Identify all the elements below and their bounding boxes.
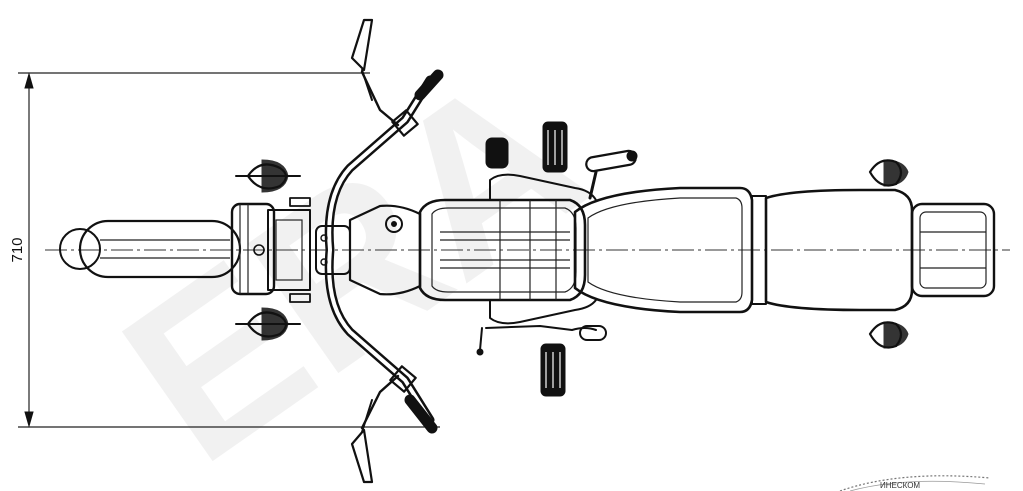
left-lever-mirror <box>350 18 400 127</box>
fuel-tank <box>418 198 587 302</box>
dimension-arrow-top <box>24 72 34 89</box>
luggage-rack <box>910 202 996 298</box>
front-seat-piping <box>587 197 743 303</box>
bracket <box>289 197 311 207</box>
stamp-inner-border <box>849 480 986 491</box>
front-tyre-tip <box>59 228 101 270</box>
front-turn-signal-right <box>235 307 301 341</box>
right-mirror <box>350 428 374 484</box>
clutch-lever <box>360 70 400 127</box>
tank-outline <box>418 198 587 302</box>
engine-lower-components <box>476 299 607 397</box>
left-mirror <box>350 18 374 72</box>
turn-signal-housing <box>261 159 289 193</box>
gear-lever-tip <box>476 348 484 356</box>
seat <box>573 186 914 314</box>
right-lever-mirror <box>350 374 400 484</box>
instrument-panel <box>267 209 311 291</box>
rear-turn-signal-right <box>868 321 909 349</box>
rack-frame <box>910 202 996 298</box>
front-turn-signal-left <box>235 159 301 193</box>
mirror-stem <box>361 399 373 433</box>
kickstarter-tip <box>626 150 638 162</box>
left-cylinder-cap <box>485 137 509 169</box>
steering-damper-knob <box>385 215 403 233</box>
headlamp-center <box>253 244 265 256</box>
watermark: ERA <box>81 21 626 491</box>
right-grip <box>404 394 438 434</box>
turn-signal-housing <box>261 307 289 341</box>
headlamp <box>230 202 311 296</box>
left-switch-block <box>391 109 419 137</box>
mirror-stem <box>361 69 373 101</box>
turn-signal-housing <box>883 321 909 349</box>
rear-turn-signal-left <box>868 159 909 187</box>
stamp-text: ИНЕСКОМ <box>880 481 920 490</box>
left-grip <box>414 69 444 101</box>
watermark-text: ERA <box>81 21 626 491</box>
stamp: ИНЕСКОМ <box>839 475 991 491</box>
gear-lever <box>479 327 483 351</box>
stamp-border <box>839 475 991 491</box>
bracket <box>289 293 311 303</box>
brake-pedal-rod <box>485 325 597 331</box>
knob-center <box>391 221 397 227</box>
clamp-bolt <box>320 234 328 242</box>
kickstarter-arm <box>588 170 598 200</box>
headlamp-brackets <box>289 197 311 303</box>
brake-pedal <box>579 325 607 341</box>
engine-upper-components <box>485 121 638 201</box>
clamp-bolt <box>320 258 328 266</box>
right-switch-block <box>389 365 417 393</box>
dimension-label: 710 <box>9 237 26 262</box>
engine-cover-bottom <box>489 299 597 325</box>
rack-inner <box>919 211 987 289</box>
width-dimension: 710 <box>9 72 440 428</box>
speedometer <box>275 219 303 281</box>
dimension-arrow-bottom <box>24 411 34 428</box>
turn-signal-housing <box>883 159 909 187</box>
headlamp-body <box>230 202 276 296</box>
